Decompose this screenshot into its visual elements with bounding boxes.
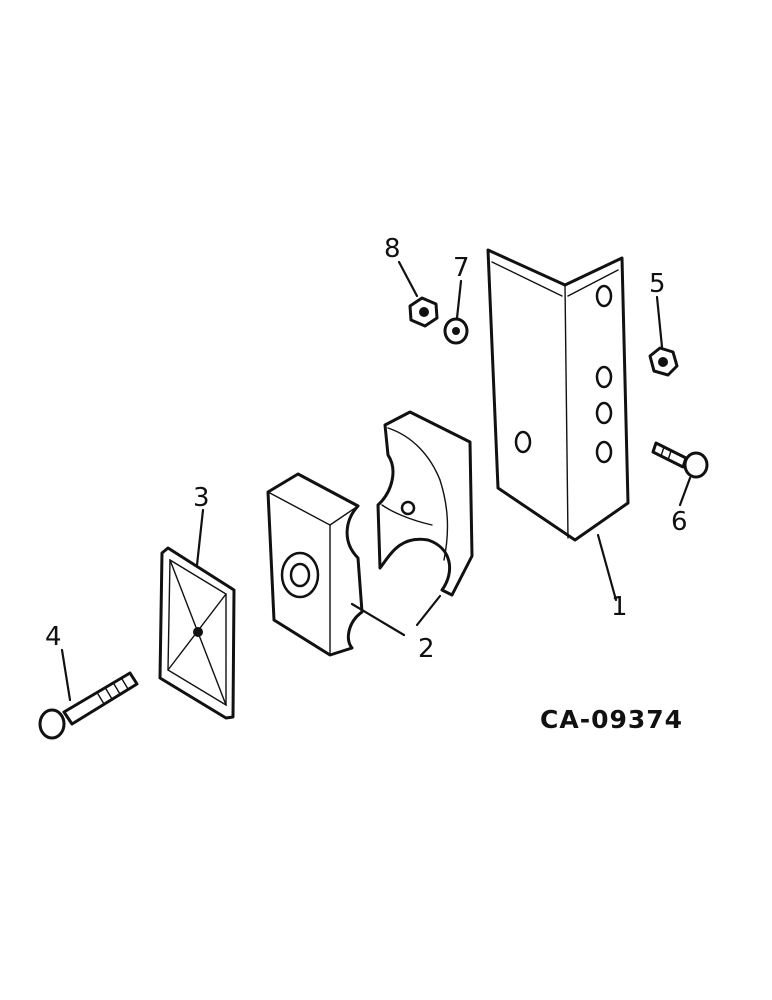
cover-plate [158,546,236,720]
nut-8 [408,296,439,328]
callout-2: 2 [418,634,435,664]
callout-labels: 1 2 3 4 5 6 7 8 CA-09374 [45,234,688,734]
callout-8: 8 [384,234,401,264]
callout-3: 3 [193,483,210,513]
long-bolt [38,671,139,740]
callout-5: 5 [649,269,666,299]
clamp-half-front [266,472,364,657]
drawing-code: CA-09374 [540,705,683,734]
short-bolt [651,441,709,479]
angle-bracket [486,248,630,542]
nut-5 [648,346,679,377]
callout-6: 6 [671,507,688,537]
callout-1: 1 [611,592,628,622]
clamp-half-rear [376,410,474,597]
callout-7: 7 [453,253,470,283]
washer [443,317,469,345]
callout-4: 4 [45,622,62,652]
leader-lines [60,260,692,702]
